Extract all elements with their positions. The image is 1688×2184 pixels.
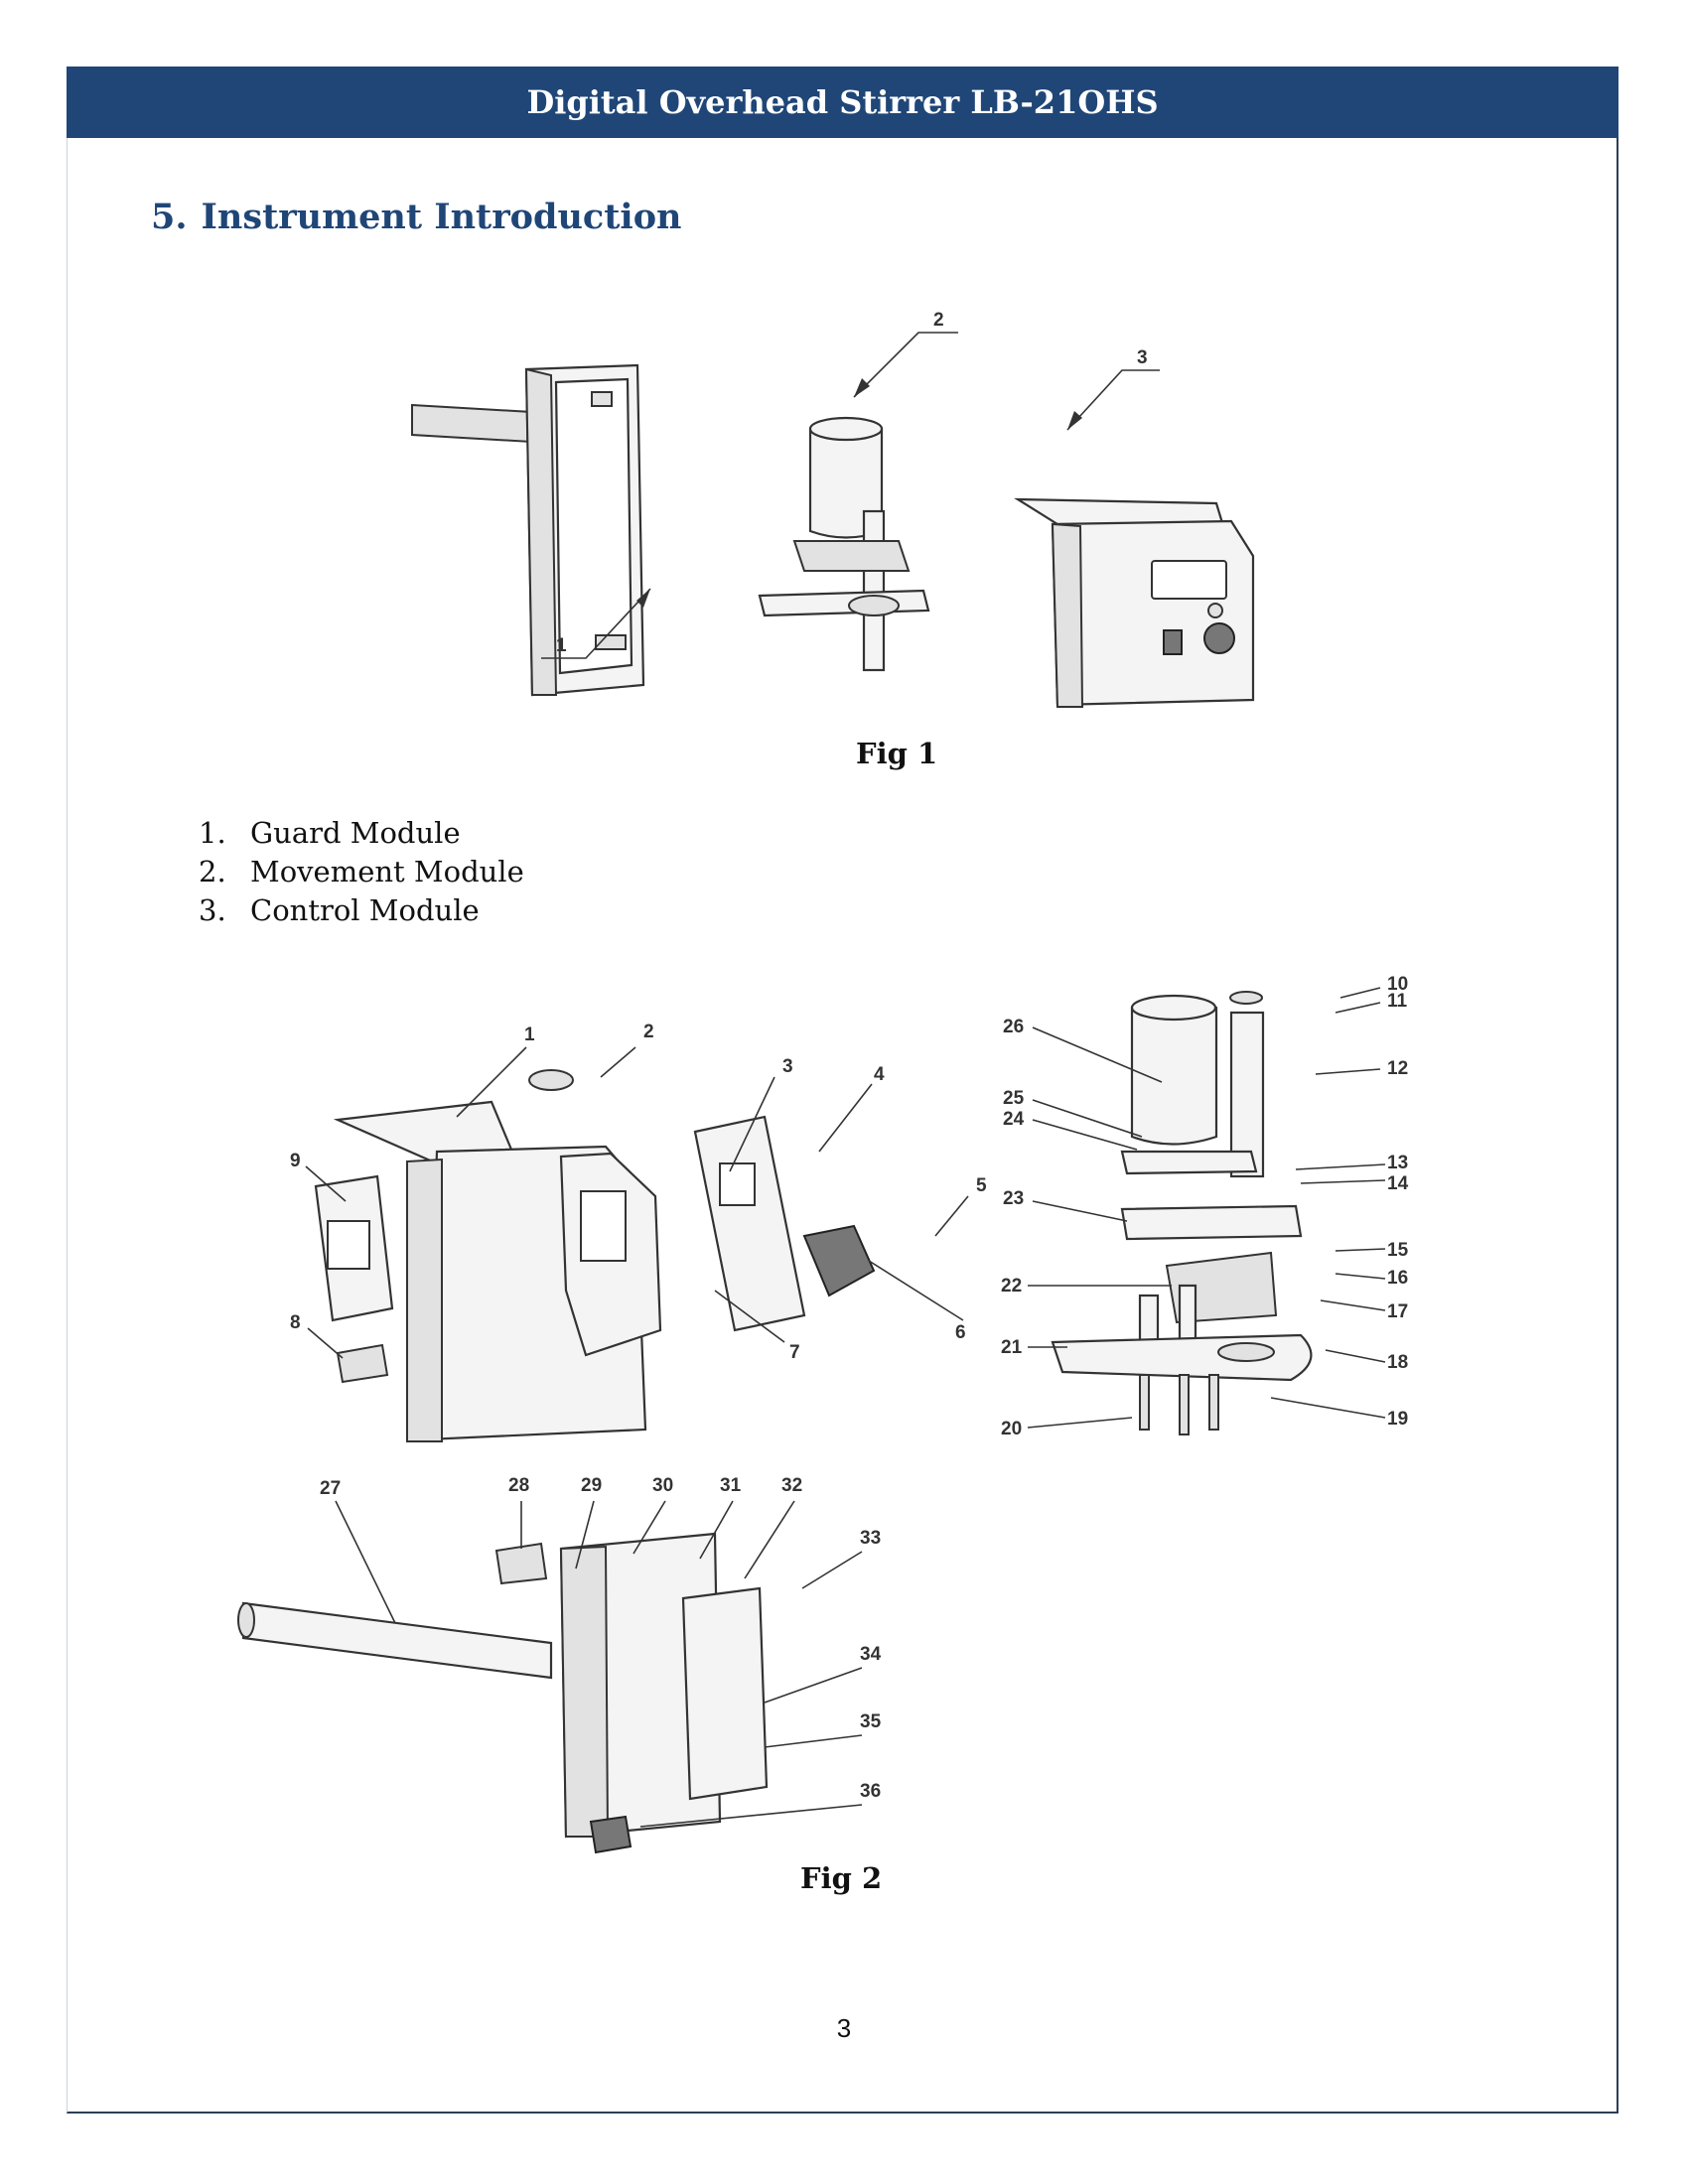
fig2-callout-17: 17	[1387, 1301, 1408, 1322]
fig2-callout-3: 3	[782, 1056, 793, 1077]
fig1-callout-1: 1	[556, 635, 567, 656]
fig1-callout-2: 2	[933, 310, 944, 331]
fig2-callout-25: 25	[1003, 1088, 1025, 1109]
figure-1-illustration: 1 2 3	[411, 310, 1255, 708]
fig2-movement-module	[1051, 991, 1313, 1435]
page-frame	[67, 67, 1618, 2114]
figure-1-caption: Fig 1	[856, 737, 938, 770]
callout-leader-2	[853, 332, 958, 398]
fig2-control-module	[314, 1069, 876, 1442]
document-header: Digital Overhead Stirrer LB-21OHS	[67, 67, 1618, 138]
page-number: 3	[836, 2013, 852, 2043]
fig2-callout-36: 36	[860, 1781, 881, 1802]
fig2-callout-31: 31	[720, 1475, 742, 1496]
fig2-callout-35: 35	[860, 1711, 882, 1732]
fig2-callout-20: 20	[1001, 1419, 1022, 1439]
fig2-callout-29: 29	[581, 1475, 602, 1496]
fig1-guard-module	[411, 363, 645, 697]
module-list: 1.Guard Module 2.Movement Module 3.Contr…	[199, 814, 524, 930]
fig2-callout-12: 12	[1387, 1058, 1408, 1079]
fig2-callout-4: 4	[874, 1064, 885, 1085]
callout-leader-3	[1066, 369, 1160, 431]
section-number: 5.	[151, 197, 188, 237]
figure-2-illustration: 1 2 3 4 5 6 7 8 9 10 11 12 13 14 15 16 1…	[237, 974, 1409, 1854]
fig2-callout-8: 8	[290, 1312, 301, 1333]
module-list-item: 2.Movement Module	[199, 855, 524, 888]
fig2-callout-15: 15	[1387, 1240, 1409, 1261]
fig2-callout-21: 21	[1001, 1337, 1023, 1358]
section-heading: 5. Instrument Introduction	[151, 197, 681, 237]
fig2-callout-16: 16	[1387, 1268, 1408, 1289]
fig2-callout-26: 26	[1003, 1017, 1024, 1037]
document-title: Digital Overhead Stirrer LB-21OHS	[526, 83, 1159, 121]
section-title: Instrument Introduction	[201, 197, 682, 237]
fig2-callout-22: 22	[1001, 1276, 1022, 1297]
fig2-callout-11: 11	[1387, 991, 1408, 1012]
figure-2-caption: Fig 2	[800, 1861, 883, 1895]
fig2-callout-28: 28	[508, 1475, 529, 1496]
fig2-callout-33: 33	[860, 1528, 881, 1549]
fig2-callout-18: 18	[1387, 1352, 1408, 1373]
fig2-callout-10: 10	[1387, 974, 1408, 995]
fig2-callout-2: 2	[643, 1022, 654, 1042]
fig2-callout-32: 32	[781, 1475, 802, 1496]
fig2-callout-7: 7	[789, 1342, 800, 1363]
fig1-control-module	[1014, 497, 1255, 708]
fig2-callout-19: 19	[1387, 1409, 1408, 1430]
fig2-callout-14: 14	[1387, 1173, 1409, 1194]
fig2-callout-30: 30	[652, 1475, 673, 1496]
fig2-callout-13: 13	[1387, 1153, 1408, 1173]
module-list-item: 1.Guard Module	[199, 816, 461, 850]
fig2-callout-9: 9	[290, 1151, 301, 1171]
fig2-callout-5: 5	[976, 1175, 987, 1196]
fig2-callout-23: 23	[1003, 1188, 1024, 1209]
callout-leader-1	[541, 588, 651, 659]
fig1-callout-3: 3	[1137, 347, 1148, 368]
fig1-movement-module	[758, 416, 930, 672]
module-list-item: 3.Control Module	[199, 893, 480, 927]
fig2-callout-34: 34	[860, 1644, 882, 1665]
fig2-callout-24: 24	[1003, 1109, 1025, 1130]
fig2-callout-6: 6	[955, 1322, 966, 1343]
fig2-guard-module	[237, 1532, 769, 1854]
fig2-callout-27: 27	[320, 1478, 341, 1499]
fig2-callout-1: 1	[524, 1024, 535, 1045]
